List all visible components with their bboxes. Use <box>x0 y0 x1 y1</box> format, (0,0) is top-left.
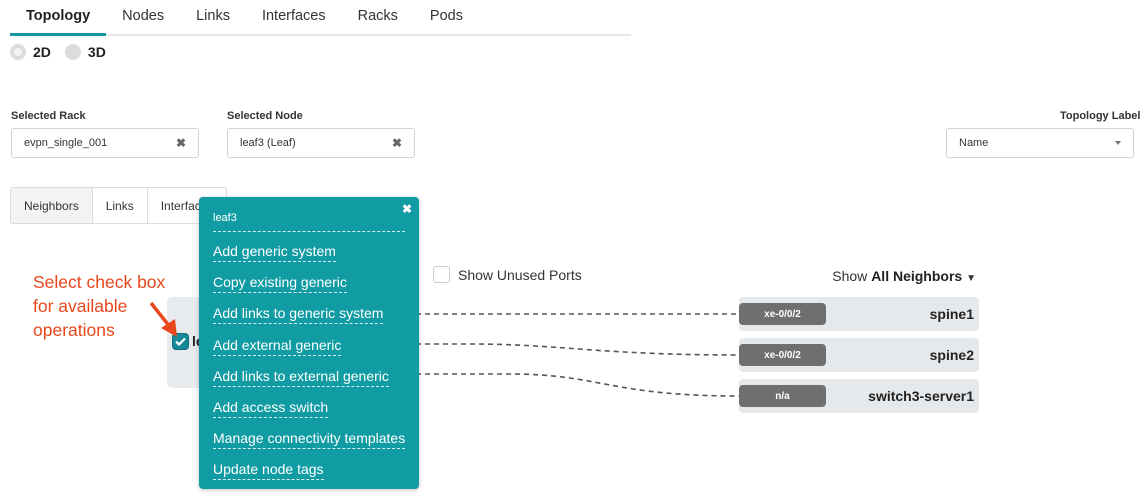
view-mode-radio-group: 2D 3D <box>10 44 120 60</box>
show-prefix: Show <box>832 268 868 284</box>
menu-item-add-external-generic[interactable]: Add external generic <box>213 335 342 356</box>
menu-item-update-node-tags[interactable]: Update node tags <box>213 459 324 481</box>
arrow-icon <box>149 301 177 337</box>
neighbor-name: switch3-server1 <box>868 388 974 404</box>
radio-3d-label: 3D <box>87 44 106 60</box>
tab-topology[interactable]: Topology <box>10 0 107 36</box>
selected-rack-select[interactable]: evpn_single_001 ✖ <box>11 128 199 158</box>
neighbor-node-spine1[interactable]: xe-0/0/2 spine1 <box>739 297 979 331</box>
neighbor-subtabs: Neighbors Links Interfaces <box>10 187 228 224</box>
menu-item-add-generic-system[interactable]: Add generic system <box>213 241 336 262</box>
menu-item-manage-connectivity-templates[interactable]: Manage connectivity templates <box>213 428 406 450</box>
tab-nodes[interactable]: Nodes <box>122 8 165 24</box>
selected-node-select[interactable]: leaf3 (Leaf) ✖ <box>227 128 415 158</box>
popup-divider <box>213 231 405 232</box>
tab-pods[interactable]: Pods <box>429 8 463 24</box>
menu-item-add-links-to-generic-system[interactable]: Add links to generic system <box>213 303 384 325</box>
neighbor-node-switch3-server1[interactable]: n/a switch3-server1 <box>739 379 979 413</box>
selected-node-label: Selected Node <box>227 110 303 122</box>
link-line-spine2 <box>227 343 740 356</box>
tab-racks[interactable]: Racks <box>357 8 398 24</box>
selected-node-value: leaf3 (Leaf) <box>240 137 296 149</box>
neighbor-node-spine2[interactable]: xe-0/0/2 spine2 <box>739 338 979 372</box>
menu-item-add-links-to-external-generic[interactable]: Add links to external generic <box>213 366 389 387</box>
menu-item-add-access-switch[interactable]: Add access switch <box>213 397 329 418</box>
callout-line: operations <box>33 320 115 340</box>
callout-line: Select check box <box>33 272 166 292</box>
unused-ports-checkbox[interactable] <box>433 266 450 283</box>
clear-icon[interactable]: ✖ <box>175 136 186 150</box>
show-unused-ports-label: Show Unused Ports <box>458 266 582 283</box>
radio-unchecked-icon <box>64 44 81 60</box>
radio-3d[interactable]: 3D <box>64 44 106 60</box>
close-icon[interactable]: ✖ <box>401 202 412 216</box>
tab-links[interactable]: Links <box>196 8 230 24</box>
menu-item-copy-existing-generic[interactable]: Copy existing generic <box>213 272 347 294</box>
topology-label-select[interactable]: Name <box>946 128 1134 158</box>
neighbor-name: spine2 <box>929 347 974 363</box>
subtab-links[interactable]: Links <box>93 188 148 223</box>
port-badge: n/a <box>739 385 826 407</box>
neighbor-name: spine1 <box>929 306 974 322</box>
link-line-switch3-server1 <box>227 373 740 397</box>
radio-checked-icon <box>10 44 26 60</box>
chevron-down-icon <box>1115 141 1121 145</box>
selected-rack-label: Selected Rack <box>11 110 86 122</box>
selected-rack-value: evpn_single_001 <box>24 137 108 149</box>
node-checkbox[interactable] <box>172 333 189 350</box>
subtab-neighbors[interactable]: Neighbors <box>11 188 93 223</box>
popup-title: leaf3 <box>213 212 237 224</box>
topology-label-label: Topology Label <box>1060 110 1141 122</box>
callout-annotation: Select check box for available operation… <box>33 270 165 342</box>
show-filter-value: All Neighbors <box>871 268 963 284</box>
caret-down-icon: ▼ <box>966 273 976 284</box>
topology-label-value: Name <box>959 137 989 149</box>
radio-2d[interactable]: 2D <box>10 44 51 60</box>
radio-2d-label: 2D <box>33 44 51 60</box>
popup-menu: Add generic system Copy existing generic… <box>213 241 406 491</box>
check-icon <box>175 337 186 346</box>
port-badge: xe-0/0/2 <box>739 344 826 366</box>
port-badge: xe-0/0/2 <box>739 303 826 325</box>
callout-line: for available <box>33 296 128 316</box>
show-unused-ports-toggle[interactable]: Show Unused Ports <box>433 266 582 283</box>
node-actions-popup: ✖ leaf3 Add generic system Copy existing… <box>199 197 419 489</box>
show-neighbors-dropdown[interactable]: Show All Neighbors ▼ <box>832 268 976 284</box>
clear-icon[interactable]: ✖ <box>391 136 402 150</box>
tab-interfaces[interactable]: Interfaces <box>261 8 326 24</box>
main-tabs: Topology Nodes Links Interfaces Racks Po… <box>10 0 631 36</box>
